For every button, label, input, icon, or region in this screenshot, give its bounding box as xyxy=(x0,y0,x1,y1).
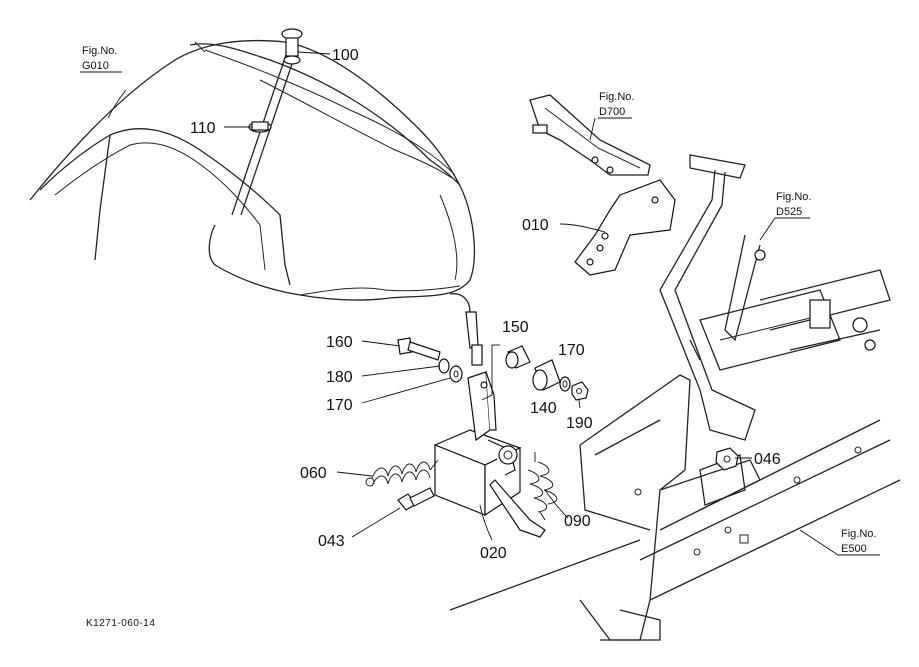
upper-bracket xyxy=(529,94,651,176)
bolt-160 xyxy=(397,337,441,361)
pedal-assembly xyxy=(659,154,891,441)
part-label-140: 140 xyxy=(530,400,557,417)
part-label-110: 110 xyxy=(190,120,216,137)
collar-150 xyxy=(505,345,531,369)
part-label-160: 160 xyxy=(326,334,353,351)
figure-references: Fig.No. G010 Fig.No. D700 Fig.No. D525 F… xyxy=(82,45,876,555)
fig-ref-e500-code: E500 xyxy=(841,543,867,555)
leader-lines xyxy=(80,51,880,556)
governor-assembly xyxy=(433,371,546,538)
fig-ref-g010-title: Fig.No. xyxy=(82,45,117,57)
fig-ref-d525-code: D525 xyxy=(776,206,802,218)
bolt-043 xyxy=(397,487,435,511)
part-label-170: 170 xyxy=(326,397,353,414)
part-label-020: 020 xyxy=(480,545,507,562)
part-labels: 100 110 010 150 160 180 170 170 140 190 … xyxy=(190,47,781,562)
part-label-180: 180 xyxy=(326,369,353,386)
collar-140 xyxy=(532,359,561,391)
throttle-cable xyxy=(231,28,483,366)
fig-ref-e500-title: Fig.No. xyxy=(841,528,876,540)
part-label-046: 046 xyxy=(754,451,781,468)
spring-060 xyxy=(365,459,439,487)
drawing-code: K1271-060-14 xyxy=(86,618,155,629)
part-label-043: 043 xyxy=(318,533,345,550)
nut-190 xyxy=(571,381,589,401)
washer-170a xyxy=(449,365,463,383)
nut-046 xyxy=(715,447,739,471)
part-label-100: 100 xyxy=(332,47,359,64)
part-label-060: 060 xyxy=(300,465,327,482)
part-label-010: 010 xyxy=(522,217,549,234)
hood-outline xyxy=(29,39,476,301)
lever-010 xyxy=(574,179,676,276)
part-label-190: 190 xyxy=(566,415,593,432)
part-label-150: 150 xyxy=(502,319,529,336)
part-label-170: 170 xyxy=(558,342,585,359)
spring-090 xyxy=(527,452,558,521)
fig-ref-d700-title: Fig.No. xyxy=(599,91,634,103)
fig-ref-d525-title: Fig.No. xyxy=(776,191,811,203)
fig-ref-d700-code: D700 xyxy=(599,106,625,118)
fig-ref-g010-code: G010 xyxy=(82,60,109,72)
washer-180 xyxy=(438,358,450,374)
washer-170b xyxy=(559,376,571,392)
part-label-090: 090 xyxy=(564,513,591,530)
